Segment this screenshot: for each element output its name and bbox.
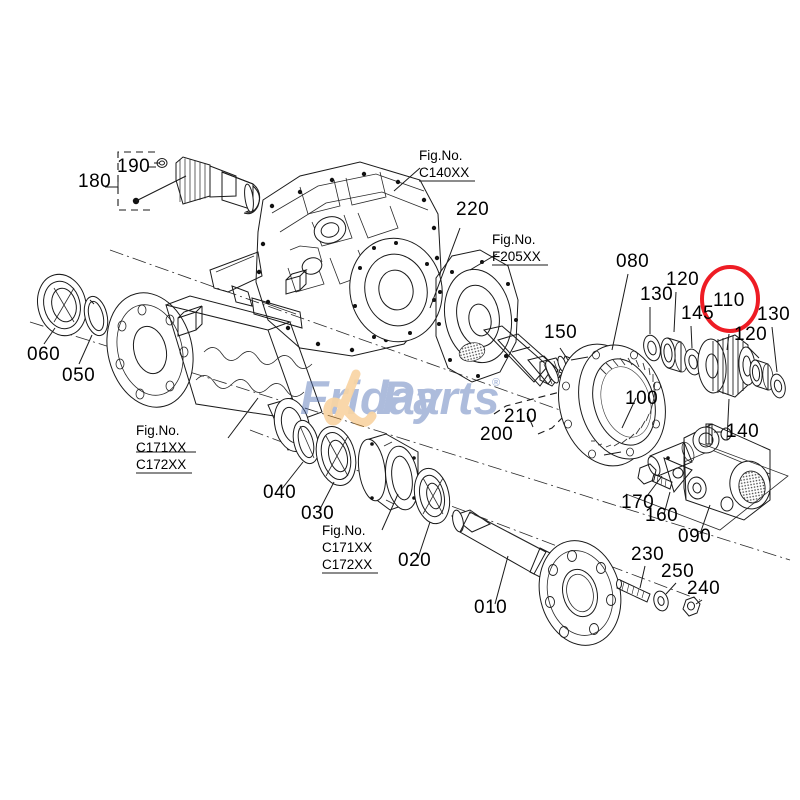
watermark-text-friday: Friday xyxy=(300,371,444,424)
callout-label-130a: 130 xyxy=(640,284,673,305)
callout-label-160: 160 xyxy=(645,505,678,526)
callout-label-050: 050 xyxy=(62,365,95,386)
callout-label-190: 190 xyxy=(117,156,150,177)
fig-note-line: C140XX xyxy=(419,165,469,180)
part-140-roll-pin xyxy=(705,423,722,445)
fig-note-fig-c140xx: Fig.No. C140XX xyxy=(419,148,475,182)
callout-label-030: 030 xyxy=(301,503,334,524)
fig-note-line: Fig.No. xyxy=(322,523,366,538)
callout-label-150: 150 xyxy=(544,322,577,343)
watermark-fridayparts: Friday Parts ® xyxy=(300,369,500,427)
callout-label-100: 100 xyxy=(625,388,658,409)
part-120b-needle-bearing xyxy=(747,346,774,391)
watermark-text-parts: Parts xyxy=(382,371,500,424)
callout-label-110: 110 xyxy=(713,290,745,311)
fig-note-fig-f205xx: Fig.No. F205XX xyxy=(492,232,548,266)
callout-label-170: 170 xyxy=(621,492,654,513)
part-080-leader xyxy=(611,273,629,351)
callout-label-180: 180 xyxy=(78,171,111,192)
highlight-ellipse-110 xyxy=(700,265,760,333)
fig-note-fig-c171xx-center: Fig.No. C171XX C172XX xyxy=(322,523,378,574)
callout-label-220: 220 xyxy=(456,199,489,220)
callout-label-130b: 130 xyxy=(757,304,790,325)
part-050-snap-ring xyxy=(78,295,109,365)
part-120a-needle-bearing xyxy=(660,291,688,373)
callout-label-200: 200 xyxy=(480,424,513,445)
fig-no-notes: Fig.No. C140XX Fig.No. F205XX Fig.No. C171XX C… xyxy=(136,148,548,574)
watermark-swoosh xyxy=(323,369,377,427)
part-210-output-shaft xyxy=(483,325,569,435)
fig-note-fig-c171xx-left: Fig.No. C171XX C172XX xyxy=(136,423,192,474)
callout-label-080: 080 xyxy=(616,251,649,272)
fig-note-line: C171XX xyxy=(322,540,372,555)
callout-label-240: 240 xyxy=(687,578,720,599)
group-box-180 xyxy=(105,151,156,211)
callout-label-010: 010 xyxy=(474,597,507,618)
callout-label-120a: 120 xyxy=(666,269,699,290)
part-010-axle-shaft xyxy=(450,509,622,646)
part-250-washer xyxy=(653,582,677,612)
part-100-ring-gear xyxy=(557,343,666,467)
part-060-oil-seal xyxy=(37,273,87,345)
callout-label-140: 140 xyxy=(726,421,759,442)
part-230-stud xyxy=(616,565,651,603)
part-130b-washer xyxy=(770,326,786,399)
fig-note-line: Fig.No. xyxy=(136,423,180,438)
fig-note-line: F205XX xyxy=(492,249,541,264)
part-040-spacer-ring xyxy=(280,419,320,491)
callout-label-145: 145 xyxy=(681,303,714,324)
callout-label-020: 020 xyxy=(398,550,431,571)
fig-note-line: C172XX xyxy=(136,457,186,472)
part-030-taper-bearing xyxy=(315,426,357,512)
part-130a-washer xyxy=(643,307,661,362)
callout-label-250: 250 xyxy=(661,561,694,582)
part-220-transmission-case xyxy=(209,161,461,357)
callout-labels: 1801902200600500801301201451101301201501… xyxy=(27,156,790,618)
callout-label-230: 230 xyxy=(631,544,664,565)
part-f205xx-carrier-housing xyxy=(435,249,519,383)
part-190-splined-shaft xyxy=(132,156,261,215)
part-axle-housing-left xyxy=(106,292,323,453)
callout-label-060: 060 xyxy=(27,344,60,365)
fig-note-line: C172XX xyxy=(322,557,372,572)
callout-label-090: 090 xyxy=(678,526,711,547)
callout-label-040: 040 xyxy=(263,482,296,503)
part-160-bolt-plate xyxy=(637,457,693,515)
callout-label-210: 210 xyxy=(504,406,537,427)
part-020-ball-bearing xyxy=(413,467,451,559)
fig-note-line: Fig.No. xyxy=(492,232,536,247)
watermark-registered-mark: ® xyxy=(492,377,500,389)
callout-label-120b: 120 xyxy=(734,324,767,345)
part-hub-carrier-center xyxy=(357,433,419,531)
part-240-nut xyxy=(682,596,703,617)
fig-note-line: C171XX xyxy=(136,440,186,455)
fig-note-line: Fig.No. xyxy=(419,148,463,163)
